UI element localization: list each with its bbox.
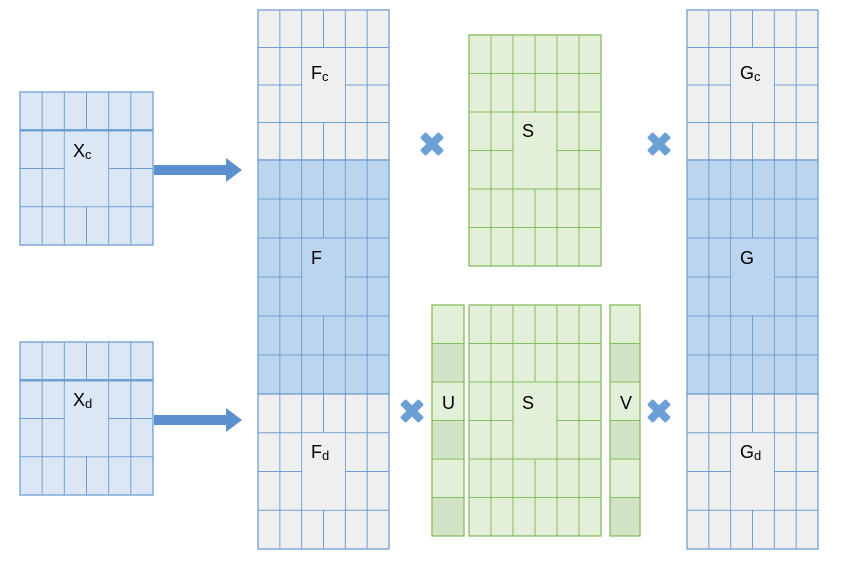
v-vector bbox=[609, 304, 641, 537]
times-icon-top-left bbox=[420, 132, 444, 156]
arrow-xc-to-f-head bbox=[226, 158, 242, 182]
label-xc: Xc bbox=[73, 141, 92, 162]
label-s-top: S bbox=[522, 121, 534, 141]
arrow-xd-to-f bbox=[154, 408, 242, 432]
gc-block-label-block bbox=[731, 48, 774, 122]
s-top-matrix-border bbox=[468, 34, 602, 267]
connectors-layer bbox=[154, 132, 671, 432]
times-icon-bottom-right bbox=[647, 399, 671, 423]
label-g: G bbox=[740, 248, 754, 268]
fc-block bbox=[257, 9, 390, 161]
label-u: U bbox=[442, 393, 455, 413]
v-vector-row-fill bbox=[610, 382, 640, 421]
fc-block-label-block bbox=[302, 48, 345, 122]
u-vector-row-fill bbox=[432, 497, 464, 536]
arrow-xc-to-f-shaft bbox=[154, 165, 228, 175]
fd-block-label-block bbox=[302, 433, 345, 510]
u-vector-row-fill bbox=[432, 459, 464, 498]
matrices-layer bbox=[19, 9, 819, 550]
label-s-bottom: S bbox=[522, 393, 534, 413]
times-icon-bottom-left-bar-b bbox=[400, 399, 424, 423]
g-block bbox=[686, 159, 819, 395]
xd-matrix-border bbox=[19, 341, 154, 496]
times-icon-top-right bbox=[647, 132, 671, 156]
label-v: V bbox=[620, 393, 632, 413]
v-vector-row-fill bbox=[610, 459, 640, 498]
xc-matrix-border bbox=[19, 91, 154, 246]
s-bottom-matrix-border bbox=[468, 304, 602, 537]
u-vector-row-fill bbox=[432, 420, 464, 459]
f-block bbox=[257, 159, 390, 395]
label-fd-subscript: d bbox=[322, 448, 329, 463]
times-icon-top-right-bar-b bbox=[647, 132, 671, 156]
label-gc: Gc bbox=[740, 63, 761, 84]
gd-block-label-block bbox=[731, 433, 774, 510]
label-fd: Fd bbox=[311, 442, 329, 463]
label-xc-subscript: c bbox=[85, 147, 92, 162]
g-block-label-block bbox=[731, 238, 774, 316]
label-fc-subscript: c bbox=[322, 69, 329, 84]
fd-block bbox=[257, 393, 390, 550]
times-icon-bottom-right-bar-b bbox=[647, 399, 671, 423]
xd-matrix-label-block bbox=[64, 380, 109, 457]
u-vector-row-fill bbox=[432, 382, 464, 421]
gc-block bbox=[686, 9, 819, 161]
xc-matrix-label-block bbox=[64, 130, 109, 207]
gd-block-border bbox=[686, 393, 819, 550]
v-vector-row-fill bbox=[610, 305, 640, 344]
arrow-xd-to-f-head bbox=[226, 408, 242, 432]
s-bottom-matrix-label-block bbox=[513, 382, 557, 459]
gd-block bbox=[686, 393, 819, 550]
label-gc-subscript: c bbox=[754, 69, 761, 84]
s-bottom-matrix bbox=[468, 304, 602, 537]
v-vector-row-fill bbox=[610, 343, 640, 382]
label-xd-subscript: d bbox=[85, 396, 92, 411]
v-vector-row-fill bbox=[610, 420, 640, 459]
label-f: F bbox=[311, 248, 322, 268]
v-vector-border bbox=[609, 304, 641, 537]
u-vector-border bbox=[431, 304, 465, 537]
arrow-xd-to-f-shaft bbox=[154, 415, 228, 425]
f-block-label-block bbox=[302, 238, 345, 316]
label-gd-subscript: d bbox=[754, 448, 761, 463]
u-vector bbox=[431, 304, 465, 537]
u-vector-row-fill bbox=[432, 305, 464, 344]
label-gd: Gd bbox=[740, 442, 761, 463]
xc-matrix bbox=[19, 91, 154, 246]
times-icon-top-left-bar-b bbox=[420, 132, 444, 156]
label-xd: Xd bbox=[73, 390, 92, 411]
xd-matrix bbox=[19, 341, 154, 496]
s-top-matrix-label-block bbox=[513, 112, 557, 189]
arrow-xc-to-f bbox=[154, 158, 242, 182]
times-icon-bottom-left bbox=[400, 399, 424, 423]
fd-block-border bbox=[257, 393, 390, 550]
label-fc: Fc bbox=[311, 63, 329, 84]
s-top-matrix bbox=[468, 34, 602, 267]
v-vector-row-fill bbox=[610, 497, 640, 536]
u-vector-row-fill bbox=[432, 343, 464, 382]
